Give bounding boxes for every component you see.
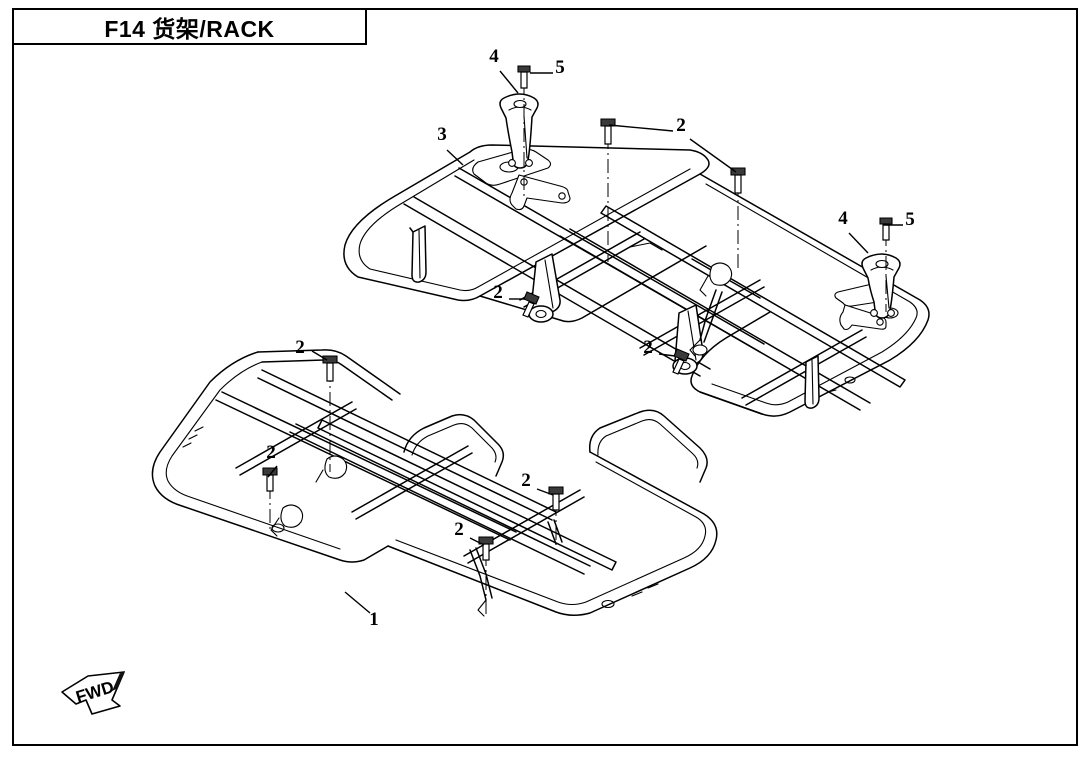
callout-number: 5 [555, 57, 565, 78]
bolt-part-2-e [322, 355, 338, 382]
callout-c1: 1 [344, 591, 379, 630]
callout-leader-line [499, 70, 519, 94]
callout-leader-line [446, 149, 464, 166]
callout-leader-line [469, 537, 485, 546]
callout-c2a: 2 [295, 337, 328, 361]
callout-leader-line [848, 232, 869, 254]
bolt-part-2-g [478, 536, 494, 561]
bolt-part-2-h [548, 486, 564, 511]
mounting-bracket-left [499, 93, 539, 169]
callout-number: 2 [643, 337, 653, 358]
callout-leader-line [267, 465, 278, 478]
callout-leader-line [536, 488, 554, 496]
assembly-center-lines [269, 80, 887, 615]
callout-c2g: 2 [493, 282, 525, 303]
bolt-part-2-a [600, 118, 616, 145]
callout-c3: 3 [437, 124, 464, 166]
callout-number: 2 [266, 442, 276, 463]
bolt-part-2-c [522, 291, 540, 318]
callout-c2h: 2 [643, 337, 676, 358]
callout-c2d: 2 [521, 470, 554, 496]
callout-c4a: 4 [489, 46, 519, 94]
callout-number: 2 [454, 519, 464, 540]
callout-leader-line [689, 138, 737, 173]
fwd-orientation-marker: FWD [61, 670, 126, 715]
callout-leader-line [608, 124, 674, 132]
bolt-part-2-f [262, 467, 278, 492]
callout-number: 4 [838, 208, 848, 229]
callout-c2f: 2 [676, 115, 737, 173]
callout-number: 5 [905, 209, 915, 230]
callout-number: 3 [437, 124, 447, 145]
callout-c4b: 4 [838, 208, 869, 254]
front-rack-assembly [151, 349, 718, 617]
bolt-part-2-d [672, 348, 690, 375]
callout-c2c: 2 [454, 519, 485, 546]
callout-number: 2 [676, 115, 686, 136]
callout-leader-line [311, 350, 328, 361]
callout-number: 2 [493, 282, 503, 303]
callout-leader-line [658, 353, 676, 357]
callout-number: 2 [676, 115, 686, 136]
mounting-bracket-right [861, 253, 901, 319]
callout-c2e: 2 [608, 115, 686, 136]
callout-c5a: 5 [530, 57, 565, 78]
bolt-part-2-b [730, 167, 746, 194]
callout-c5b: 5 [883, 209, 915, 230]
callout-number: 2 [295, 337, 305, 358]
callout-leader-line [344, 591, 371, 614]
rear-rack-assembly [343, 144, 930, 417]
page-title: F14 货架/RACK [104, 15, 275, 42]
bolt-group [262, 65, 893, 561]
callout-number: 4 [489, 46, 499, 67]
callout-number: 1 [369, 609, 379, 630]
callout-number: 2 [521, 470, 531, 491]
bolt-part-5-right [879, 217, 893, 241]
callout-c2b: 2 [266, 442, 278, 478]
bolt-part-5-left [517, 65, 531, 89]
title-block: F14 货架/RACK [12, 8, 367, 45]
